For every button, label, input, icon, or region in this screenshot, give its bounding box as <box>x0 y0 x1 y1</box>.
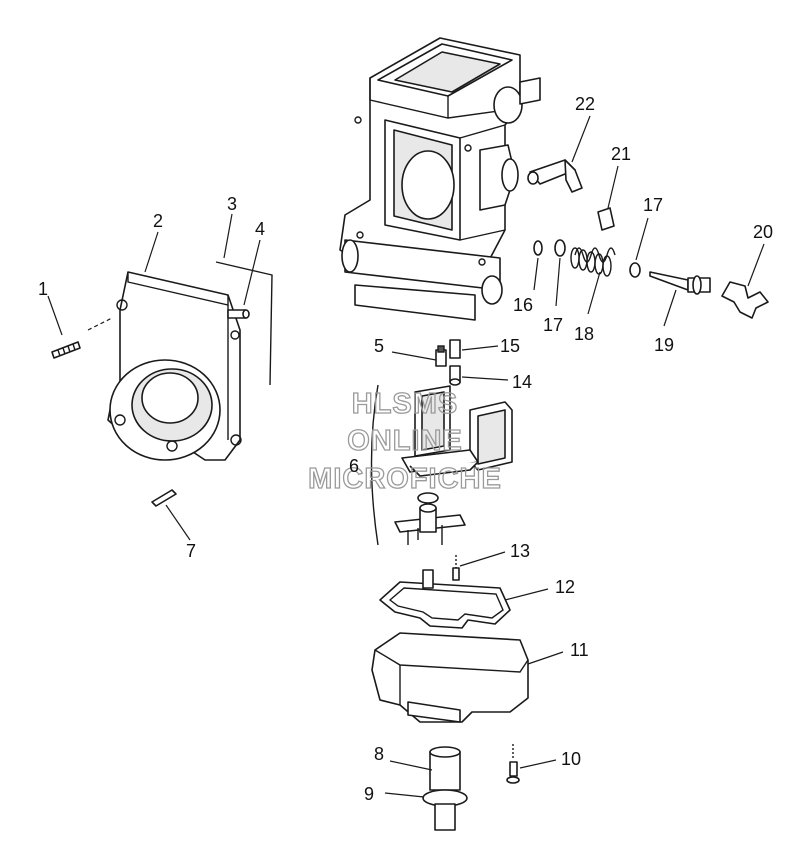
washer-17b <box>629 262 641 278</box>
callout-15: 15 <box>500 336 520 356</box>
callout-17a: 17 <box>543 315 563 335</box>
callout-16: 16 <box>513 295 533 315</box>
watermark-line-1: HLSMS <box>352 388 459 420</box>
callout-3: 3 <box>227 194 237 214</box>
screw-10 <box>506 744 520 784</box>
callout-20: 20 <box>753 222 773 242</box>
fitting-22 <box>527 159 583 193</box>
flange-plate <box>107 271 242 461</box>
clip <box>151 489 177 507</box>
mounting-screw <box>51 317 113 359</box>
float-bowl-11 <box>371 632 529 723</box>
callout-7: 7 <box>186 541 196 561</box>
screw-13 <box>452 555 460 581</box>
washer-17a <box>554 239 566 257</box>
watermark-line-2: ONLINE <box>347 425 463 457</box>
callout-1: 1 <box>38 279 48 299</box>
drain-fitting <box>422 746 468 831</box>
callout-19: 19 <box>654 335 674 355</box>
knob-20 <box>721 281 769 319</box>
washer-16 <box>533 240 543 256</box>
callout-12: 12 <box>555 577 575 597</box>
watermark: HLSMS ONLINE MICROFICHE <box>308 387 502 495</box>
float-assembly <box>370 384 513 546</box>
float-bracket <box>394 503 466 545</box>
callout-6: 6 <box>349 456 359 476</box>
callout-21: 21 <box>611 144 631 164</box>
callout-14: 14 <box>512 372 532 392</box>
spring-18 <box>570 247 616 277</box>
callout-11: 11 <box>570 640 589 660</box>
callout-17b: 17 <box>643 195 663 215</box>
needle-screw-19 <box>649 271 711 295</box>
guide-pin <box>227 309 250 319</box>
callout-4: 4 <box>255 219 265 239</box>
gasket-12 <box>379 569 511 629</box>
jets-group <box>435 339 461 386</box>
leader-lines <box>47 115 765 798</box>
throttle-rod <box>215 261 273 386</box>
carburetor-body <box>339 37 541 321</box>
callout-10: 10 <box>561 749 581 769</box>
callout-5: 5 <box>374 336 384 356</box>
callout-numbers: 1 2 3 4 5 6 7 8 9 10 11 12 13 14 15 16 1… <box>38 94 773 804</box>
callout-18: 18 <box>574 324 594 344</box>
jet-21 <box>597 207 615 231</box>
callout-2: 2 <box>153 211 163 231</box>
callout-22: 22 <box>575 94 595 114</box>
callout-8: 8 <box>374 744 384 764</box>
callout-13: 13 <box>510 541 530 561</box>
callout-9: 9 <box>364 784 374 804</box>
watermark-line-3: MICROFICHE <box>308 463 502 495</box>
